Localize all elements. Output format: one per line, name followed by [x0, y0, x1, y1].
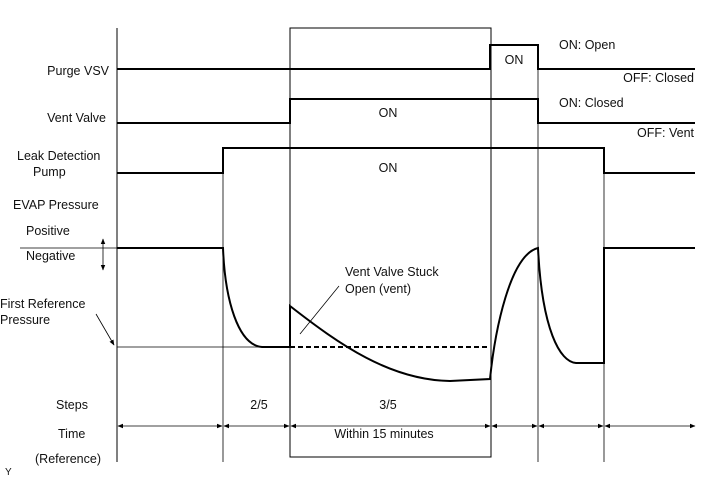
label-leak-pump-2: Pump	[33, 165, 66, 179]
label-positive: Positive	[26, 224, 70, 238]
vent-off-desc: OFF: Vent	[637, 126, 694, 140]
label-leak-pump-1: Leak Detection	[17, 149, 100, 163]
label-negative: Negative	[26, 249, 75, 263]
step-3-region	[289, 27, 492, 458]
corner-mark: Y	[5, 467, 12, 478]
step-3-label: 3/5	[379, 398, 396, 412]
vent-stuck-pointer-line	[299, 285, 340, 335]
time-within-label: Within 15 minutes	[334, 427, 433, 441]
vent-stuck-annotation-1: Vent Valve Stuck	[345, 265, 439, 279]
row-label-time: Time	[58, 427, 85, 441]
evap-pressure-curve	[117, 246, 695, 383]
step-2-label: 2/5	[250, 398, 267, 412]
vent-stuck-annotation-2: Open (vent)	[345, 282, 411, 296]
label-first-reference-1: First Reference	[0, 297, 85, 311]
leak-pump-signal	[117, 147, 695, 174]
purge-on-box-label: ON	[505, 53, 524, 67]
label-evap-pressure: EVAP Pressure	[13, 198, 99, 212]
label-vent-valve: Vent Valve	[47, 111, 106, 125]
row-label-reference: (Reference)	[35, 452, 101, 466]
pump-on-label: ON	[379, 161, 398, 175]
label-first-reference-2: Pressure	[0, 313, 50, 327]
row-label-steps: Steps	[56, 398, 88, 412]
first-reference-pointer-arrow	[95, 313, 115, 346]
purge-off-desc: OFF: Closed	[623, 71, 694, 85]
vent-on-desc: ON: Closed	[559, 96, 624, 110]
purge-on-desc: ON: Open	[559, 38, 615, 52]
vent-valve-signal	[117, 98, 695, 124]
purge-vsv-signal	[117, 44, 695, 70]
vent-on-label: ON	[379, 106, 398, 120]
label-purge-vsv: Purge VSV	[47, 64, 110, 78]
